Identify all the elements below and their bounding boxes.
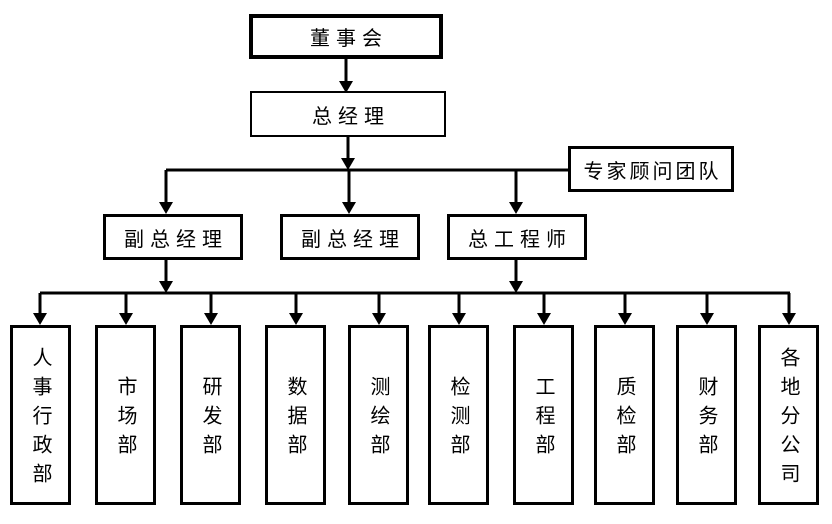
node-dept-engineering-label: 工程部 <box>532 376 554 463</box>
node-deputy-gm-center: 副总经理 <box>280 214 420 260</box>
node-dept-testing: 检测部 <box>428 325 489 505</box>
node-dept-marketing: 市场部 <box>95 325 156 505</box>
node-dept-surveying-label: 测绘部 <box>367 376 389 463</box>
node-advisor-team: 专家顾问团队 <box>568 146 734 192</box>
node-dept-branches-label: 各地分公司 <box>777 347 799 492</box>
node-chief-engineer: 总工程师 <box>447 214 587 260</box>
node-dept-testing-label: 检测部 <box>447 376 469 463</box>
node-advisor-team-label: 专家顾问团队 <box>583 160 722 183</box>
node-dept-data-label: 数据部 <box>284 376 306 463</box>
node-deputy-gm-center-label: 副总经理 <box>301 228 405 251</box>
node-dept-branches: 各地分公司 <box>758 325 819 505</box>
node-dept-data: 数据部 <box>265 325 326 505</box>
node-dept-finance-label: 财务部 <box>695 376 717 463</box>
node-dept-marketing-label: 市场部 <box>114 376 136 463</box>
node-dept-rnd-label: 研发部 <box>199 376 221 463</box>
node-chief-engineer-label: 总工程师 <box>468 228 572 251</box>
node-dept-rnd: 研发部 <box>180 325 241 505</box>
node-general-manager-label: 总经理 <box>312 105 390 128</box>
node-deputy-gm-left: 副总经理 <box>103 214 243 260</box>
node-dept-hr-admin-label: 人事行政部 <box>29 347 51 492</box>
node-dept-quality: 质检部 <box>594 325 655 505</box>
node-deputy-gm-left-label: 副总经理 <box>124 228 228 251</box>
node-dept-quality-label: 质检部 <box>613 376 635 463</box>
node-board-label: 董事会 <box>310 28 388 50</box>
node-dept-surveying: 测绘部 <box>348 325 409 505</box>
node-dept-engineering: 工程部 <box>513 325 574 505</box>
node-dept-finance: 财务部 <box>676 325 737 505</box>
node-general-manager: 总经理 <box>250 91 446 137</box>
node-dept-hr-admin: 人事行政部 <box>10 325 71 505</box>
node-board: 董事会 <box>249 14 443 59</box>
